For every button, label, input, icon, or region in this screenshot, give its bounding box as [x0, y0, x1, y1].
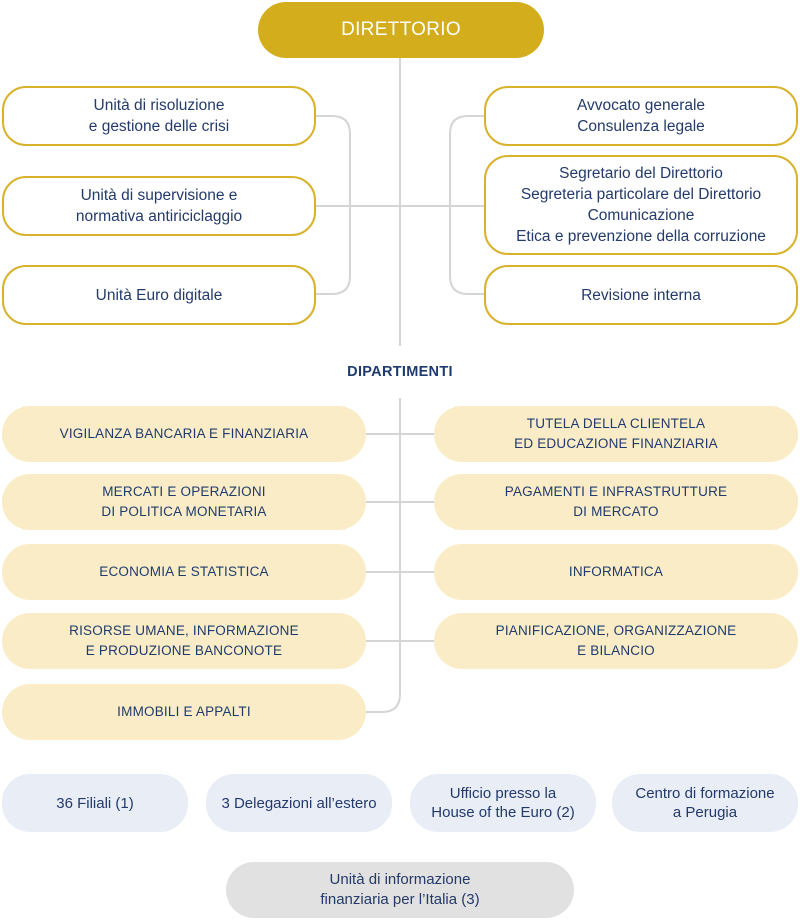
dept-vigilanza: VIGILANZA BANCARIA E FINANZIARIA	[2, 406, 366, 462]
unit-line: Segretario del Direttorio	[559, 165, 723, 182]
dept-line: IMMOBILI E APPALTI	[117, 704, 251, 719]
unit-line: e gestione delle crisi	[88, 118, 230, 135]
unit-risoluzione-crisi: Unità di risoluzione e gestione delle cr…	[2, 86, 316, 146]
dept-line: ECONOMIA E STATISTICA	[99, 564, 269, 579]
dept-risorse-umane: RISORSE UMANE, INFORMAZIONE E PRODUZIONE…	[2, 613, 366, 669]
unit-revisione-interna: Revisione interna	[484, 265, 798, 325]
unit-euro-digitale: Unità Euro digitale	[2, 265, 316, 325]
dept-line: DI MERCATO	[573, 504, 659, 519]
unit-line: Avvocato generale	[576, 97, 706, 114]
dept-line: INFORMATICA	[568, 564, 664, 579]
dept-economia: ECONOMIA E STATISTICA	[2, 544, 366, 600]
unit-line: Unità di supervisione e	[80, 187, 238, 204]
branch-line: a Perugia	[672, 804, 738, 821]
unit-line: Consulenza legale	[577, 118, 705, 135]
dept-immobili: IMMOBILI E APPALTI	[2, 684, 366, 740]
dept-line: E PRODUZIONE BANCONOTE	[85, 643, 283, 658]
dept-line: PIANIFICAZIONE, ORGANIZZAZIONE	[495, 623, 737, 638]
dept-line: RISORSE UMANE, INFORMAZIONE	[69, 623, 299, 638]
dept-pianificazione: PIANIFICAZIONE, ORGANIZZAZIONE E BILANCI…	[434, 613, 798, 669]
uif-line: Unità di informazione	[329, 871, 471, 888]
unit-line: Revisione interna	[581, 286, 701, 304]
unit-line: Segreteria particolare del Direttorio	[520, 186, 762, 203]
unit-line: Comunicazione	[587, 207, 695, 224]
branch-line: 3 Delegazioni all’estero	[221, 794, 377, 812]
dept-informatica: INFORMATICA	[434, 544, 798, 600]
dept-pagamenti: PAGAMENTI E INFRASTRUTTURE DI MERCATO	[434, 474, 798, 530]
unit-supervisione-antiriciclaggio: Unità di supervisione e normativa antiri…	[2, 176, 316, 236]
dept-line: PAGAMENTI E INFRASTRUTTURE	[504, 484, 728, 499]
direttorio-box: DIRETTORIO	[258, 2, 544, 58]
dept-line: TUTELA DELLA CLIENTELA	[526, 416, 706, 431]
uif-line: finanziaria per l’Italia (3)	[320, 891, 480, 908]
direttorio-label: DIRETTORIO	[341, 19, 461, 40]
unit-line: Unità di risoluzione	[93, 97, 225, 114]
branch-house-of-euro: Ufficio presso la House of the Euro (2)	[410, 774, 596, 832]
branch-line: 36 Filiali (1)	[56, 794, 134, 812]
dept-line: DI POLITICA MONETARIA	[101, 504, 267, 519]
dept-line: ED EDUCAZIONE FINANZIARIA	[514, 436, 718, 451]
branch-line: Centro di formazione	[635, 785, 775, 802]
unit-line: Unità Euro digitale	[95, 286, 223, 304]
branch-line: House of the Euro (2)	[431, 804, 575, 821]
dept-line: MERCATI E OPERAZIONI	[102, 484, 266, 499]
unit-line: normativa antiriciclaggio	[75, 208, 243, 225]
unit-line: Etica e prevenzione della corruzione	[516, 228, 766, 245]
branch-filiali: 36 Filiali (1)	[2, 774, 188, 832]
dept-line: E BILANCIO	[577, 643, 655, 658]
branch-delegazioni: 3 Delegazioni all’estero	[206, 774, 392, 832]
unit-segretario-direttorio: Segretario del Direttorio Segreteria par…	[484, 155, 798, 255]
unit-avvocato-generale: Avvocato generale Consulenza legale	[484, 86, 798, 146]
branch-line: Ufficio presso la	[449, 785, 557, 802]
dept-line: VIGILANZA BANCARIA E FINANZIARIA	[59, 426, 309, 441]
dept-mercati: MERCATI E OPERAZIONI DI POLITICA MONETAR…	[2, 474, 366, 530]
uif-box: Unità di informazione finanziaria per l’…	[226, 862, 574, 918]
branch-centro-formazione: Centro di formazione a Perugia	[612, 774, 798, 832]
dept-tutela-clientela: TUTELA DELLA CLIENTELA ED EDUCAZIONE FIN…	[434, 406, 798, 462]
departments-title: DIPARTIMENTI	[347, 364, 453, 380]
